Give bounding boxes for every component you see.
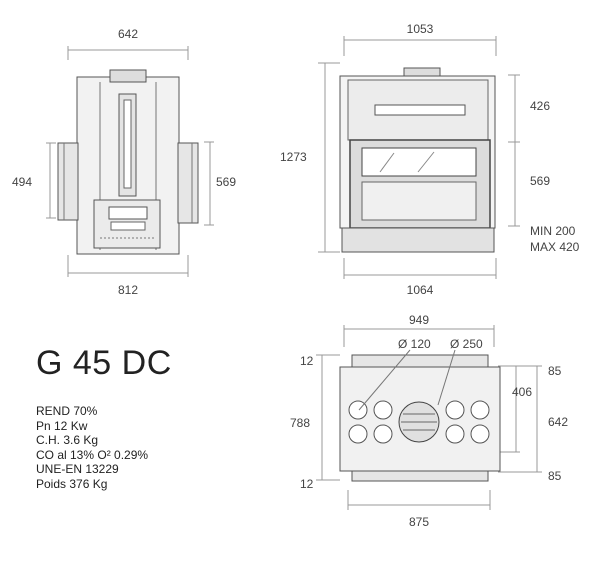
- side-right-height: 569: [216, 175, 236, 189]
- spec-list: REND 70% Pn 12 Kw C.H. 3.6 Kg CO al 13% …: [36, 404, 148, 492]
- front-lower-height: 569: [530, 174, 550, 188]
- top-view: [316, 325, 542, 510]
- front-min-label: MIN 200: [530, 224, 576, 238]
- large-duct-diameter: Ø 250: [450, 337, 483, 351]
- top-right-height: 642: [548, 415, 568, 429]
- spec-standard: UNE-EN 13229: [36, 462, 119, 477]
- front-view: [318, 36, 520, 279]
- top-left-top-margin: 12: [300, 354, 314, 368]
- spec-rend: REND 70%: [36, 404, 98, 418]
- side-bottom-width: 812: [118, 283, 138, 297]
- top-top-width: 949: [409, 313, 429, 327]
- top-right-top: 85: [548, 364, 562, 378]
- spec-co: CO al 13% O² 0.29%: [36, 447, 149, 462]
- small-duct-diameter: Ø 120: [398, 337, 431, 351]
- front-total-height: 1273: [280, 150, 307, 164]
- front-top-width: 1053: [407, 22, 434, 36]
- top-left-bottom-margin: 12: [300, 477, 314, 491]
- top-left-height: 788: [290, 416, 310, 430]
- spec-charge: C.H. 3.6 Kg: [36, 433, 99, 448]
- side-left-height: 494: [12, 175, 32, 189]
- top-right-inner: 406: [512, 385, 532, 399]
- spec-weight: Poids 376 Kg: [36, 476, 108, 491]
- top-right-bottom: 85: [548, 469, 562, 483]
- top-bottom-width: 875: [409, 515, 429, 529]
- front-upper-height: 426: [530, 99, 550, 113]
- front-bottom-width: 1064: [407, 283, 434, 297]
- model-title: G 45 DC: [36, 344, 172, 382]
- side-view: [46, 46, 214, 277]
- spec-power: Pn 12 Kw: [36, 418, 88, 433]
- side-top-width: 642: [118, 27, 138, 41]
- front-max-label: MAX 420: [530, 240, 580, 254]
